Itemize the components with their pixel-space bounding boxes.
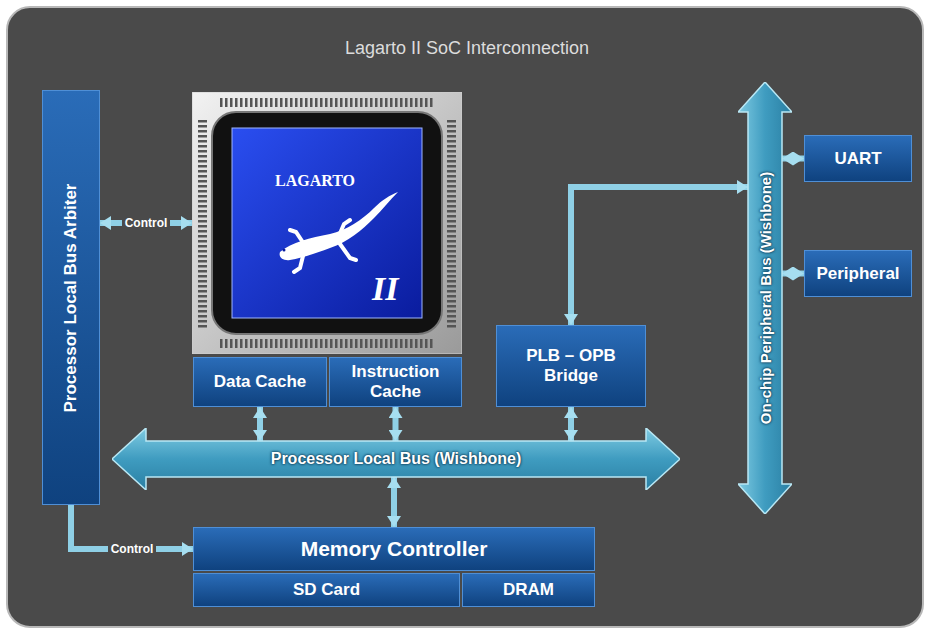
peripheral-box: UART (804, 135, 912, 182)
node-label: SD Card (293, 580, 360, 600)
bus-connector (571, 187, 748, 325)
node-label: PLB – OPB Bridge (503, 346, 639, 385)
node-label: Processor Local Bus (Wishbone) (271, 450, 522, 468)
node-label: Memory Controller (301, 537, 488, 561)
bus-arbiter: Processor Local Bus Arbiter (42, 90, 100, 505)
memory-box: DRAM (462, 573, 595, 607)
memory-box: SD Card (193, 573, 460, 607)
cache-box: Data Cache (193, 357, 327, 407)
edge-label: Control (108, 542, 157, 557)
bus-connector (568, 407, 574, 441)
bus-connector (782, 271, 804, 277)
bus-band: Processor Local Bus (Wishbone) (112, 428, 680, 490)
diagram-title: Lagarto II SoC Interconnection (0, 38, 934, 59)
node-label: Data Cache (214, 372, 307, 392)
node-label: Peripheral (816, 264, 899, 284)
bus-connector (782, 156, 804, 162)
cache-box: Instruction Cache (329, 357, 462, 407)
peripheral-box: Peripheral (804, 250, 912, 297)
bus-connector (257, 407, 263, 441)
node-label: Instruction Cache (336, 362, 455, 401)
processor-chip: LAGARTO II (192, 92, 462, 354)
bus-connector (393, 407, 399, 441)
controller-box: Memory Controller (193, 527, 595, 571)
node-label: On-chip Peripheral Bus (Wishbone) (757, 172, 774, 424)
chip-illustration (192, 92, 462, 354)
chip-version: II (372, 270, 398, 308)
edge-label: Control (122, 216, 171, 231)
bus-connector (391, 477, 397, 527)
node-label: Processor Local Bus Arbiter (61, 183, 81, 412)
bridge-box: PLB – OPB Bridge (496, 325, 646, 407)
chip-brand: LAGARTO (275, 172, 355, 190)
node-label: UART (834, 149, 881, 169)
bus-band: On-chip Peripheral Bus (Wishbone) (738, 82, 792, 514)
node-label: DRAM (503, 580, 554, 600)
